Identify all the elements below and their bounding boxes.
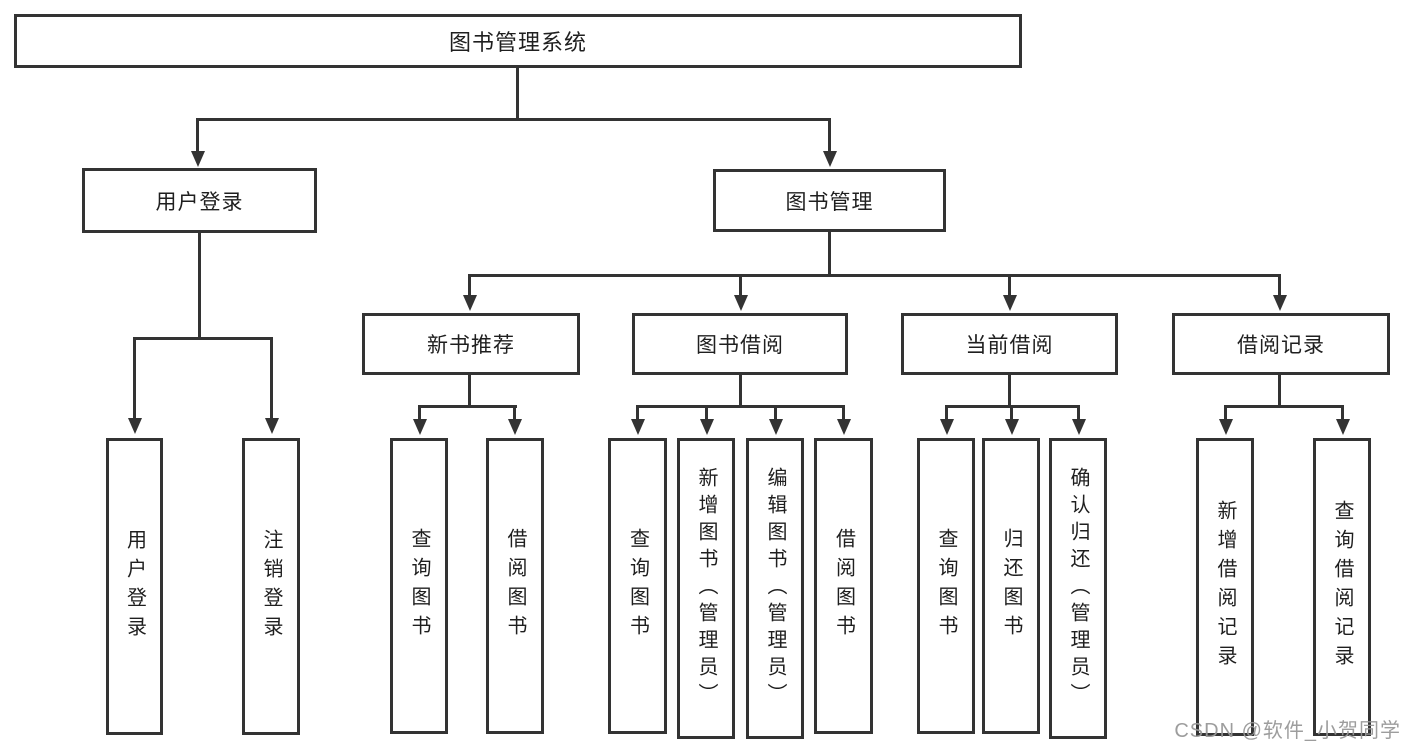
watermark-text: CSDN @软件_小贺同学: [1174, 720, 1401, 742]
node-label: 用户登录: [155, 190, 244, 214]
node-label: 用户登录: [123, 528, 146, 645]
connector-stem-current-borrow: [1008, 274, 1011, 297]
arrowhead-add-book-g3: [700, 419, 714, 435]
connector-stem-return-book-g4: [1010, 405, 1013, 421]
connector-root-hbar: [196, 118, 831, 121]
arrowhead-add-record-g5: [1219, 419, 1233, 435]
node-label: 图书管理: [785, 190, 874, 214]
connector-borrowrecords-vline: [1278, 374, 1281, 408]
leaf-return-book: 归还图书: [982, 438, 1040, 734]
node-label: 新增借阅记录: [1214, 500, 1236, 674]
node-label: 查询图书: [408, 528, 430, 644]
connector-bookborrow-hbar: [636, 405, 845, 408]
connector-stem-query-record-g5: [1341, 405, 1344, 421]
node-label: 确认归还（管理员）: [1067, 467, 1089, 710]
connector-stem-confirm-return-g4: [1077, 405, 1080, 421]
node-book-management: 图书管理: [713, 169, 946, 232]
connector-stem-borrow-records: [1278, 274, 1281, 297]
arrowhead-current-borrow: [1003, 295, 1017, 311]
node-label: 查询借阅记录: [1331, 500, 1353, 674]
arrowhead-query-record-g5: [1336, 419, 1350, 435]
node-borrow-records: 借阅记录: [1172, 313, 1390, 375]
leaf-confirm-return-admin: 确认归还（管理员）: [1049, 438, 1107, 739]
connector-recommend-vline: [468, 374, 471, 408]
leaf-user-login: 用户登录: [106, 438, 163, 735]
connector-stem-user-login: [196, 118, 199, 154]
node-label: 借阅记录: [1237, 334, 1325, 357]
arrowhead-confirm-return-g4: [1072, 419, 1086, 435]
leaf-add-book-admin: 新增图书（管理员）: [677, 438, 735, 739]
connector-stem-book-borrow: [739, 274, 742, 297]
connector-stem-add-record-g5: [1224, 405, 1227, 421]
node-label: 编辑图书（管理员）: [764, 467, 786, 710]
connector-root-vline: [516, 68, 519, 120]
node-new-book-recommend: 新书推荐: [362, 313, 580, 375]
arrowhead-new-book-recommend: [463, 295, 477, 311]
leaf-query-borrow-record: 查询借阅记录: [1313, 438, 1371, 736]
connector-borrowrecords-hbar: [1224, 405, 1344, 408]
node-current-borrow: 当前借阅: [901, 313, 1118, 375]
connector-stem-book-management: [828, 118, 831, 154]
node-library-management-system: 图书管理系统: [14, 14, 1022, 68]
connector-bookmgmt-vline: [828, 232, 831, 277]
node-label: 当前借阅: [965, 334, 1054, 357]
connector-stem-query-book-g2: [418, 405, 421, 421]
leaf-query-book-current: 查询图书: [917, 438, 975, 734]
connector-stem-leaf-user-login: [133, 337, 136, 420]
connector-stem-borrow-book-g2: [513, 405, 516, 421]
leaf-edit-book-admin: 编辑图书（管理员）: [746, 438, 804, 739]
node-label: 查询图书: [935, 528, 957, 644]
arrowhead-borrow-book-g3: [837, 419, 851, 435]
node-label: 查询图书: [626, 528, 649, 644]
node-label: 借阅图书: [504, 528, 526, 644]
arrowhead-book-borrow: [734, 295, 748, 311]
leaf-query-book-borrow: 查询图书: [608, 438, 667, 734]
connector-stem-add-book-g3: [705, 405, 708, 421]
arrowhead-query-book-g4: [940, 419, 954, 435]
leaf-logout: 注销登录: [242, 438, 300, 735]
node-label: 新增图书（管理员）: [695, 467, 717, 710]
arrowhead-query-book-g2: [413, 419, 427, 435]
connector-userlogin-hbar: [133, 337, 273, 340]
connector-stem-leaf-logout: [270, 337, 273, 420]
arrowhead-leaf-logout: [265, 418, 279, 434]
arrowhead-user-login: [191, 151, 205, 167]
connector-userlogin-vline: [198, 233, 201, 340]
node-label: 图书管理系统: [448, 30, 587, 55]
node-label: 新书推荐: [427, 334, 515, 357]
connector-stem-query-book-g3: [636, 405, 639, 421]
connector-currentborrow-vline: [1008, 374, 1011, 408]
node-label: 借阅图书: [832, 528, 855, 644]
arrowhead-book-management: [823, 151, 837, 167]
arrowhead-query-book-g3: [631, 419, 645, 435]
leaf-query-book-recommend: 查询图书: [390, 438, 448, 734]
leaf-borrow-book-borrow: 借阅图书: [814, 438, 873, 734]
connector-stem-query-book-g4: [945, 405, 948, 421]
node-label: 归还图书: [1000, 528, 1022, 644]
arrowhead-return-book-g4: [1005, 419, 1019, 435]
arrowhead-leaf-user-login: [128, 418, 142, 434]
node-label: 注销登录: [260, 528, 282, 645]
connector-bookborrow-vline: [739, 374, 742, 408]
arrowhead-borrow-records: [1273, 295, 1287, 311]
leaf-borrow-book-recommend: 借阅图书: [486, 438, 544, 734]
connector-bookmgmt-hbar: [468, 274, 1281, 277]
node-book-borrow: 图书借阅: [632, 313, 848, 375]
connector-stem-borrow-book-g3: [842, 405, 845, 421]
node-label: 图书借阅: [696, 334, 784, 357]
leaf-add-borrow-record: 新增借阅记录: [1196, 438, 1254, 736]
connector-stem-edit-book-g3: [774, 405, 777, 421]
arrowhead-borrow-book-g2: [508, 419, 522, 435]
connector-stem-new-book-recommend: [468, 274, 471, 297]
connector-recommend-hbar: [418, 405, 517, 408]
arrowhead-edit-book-g3: [769, 419, 783, 435]
node-user-login: 用户登录: [82, 168, 317, 233]
